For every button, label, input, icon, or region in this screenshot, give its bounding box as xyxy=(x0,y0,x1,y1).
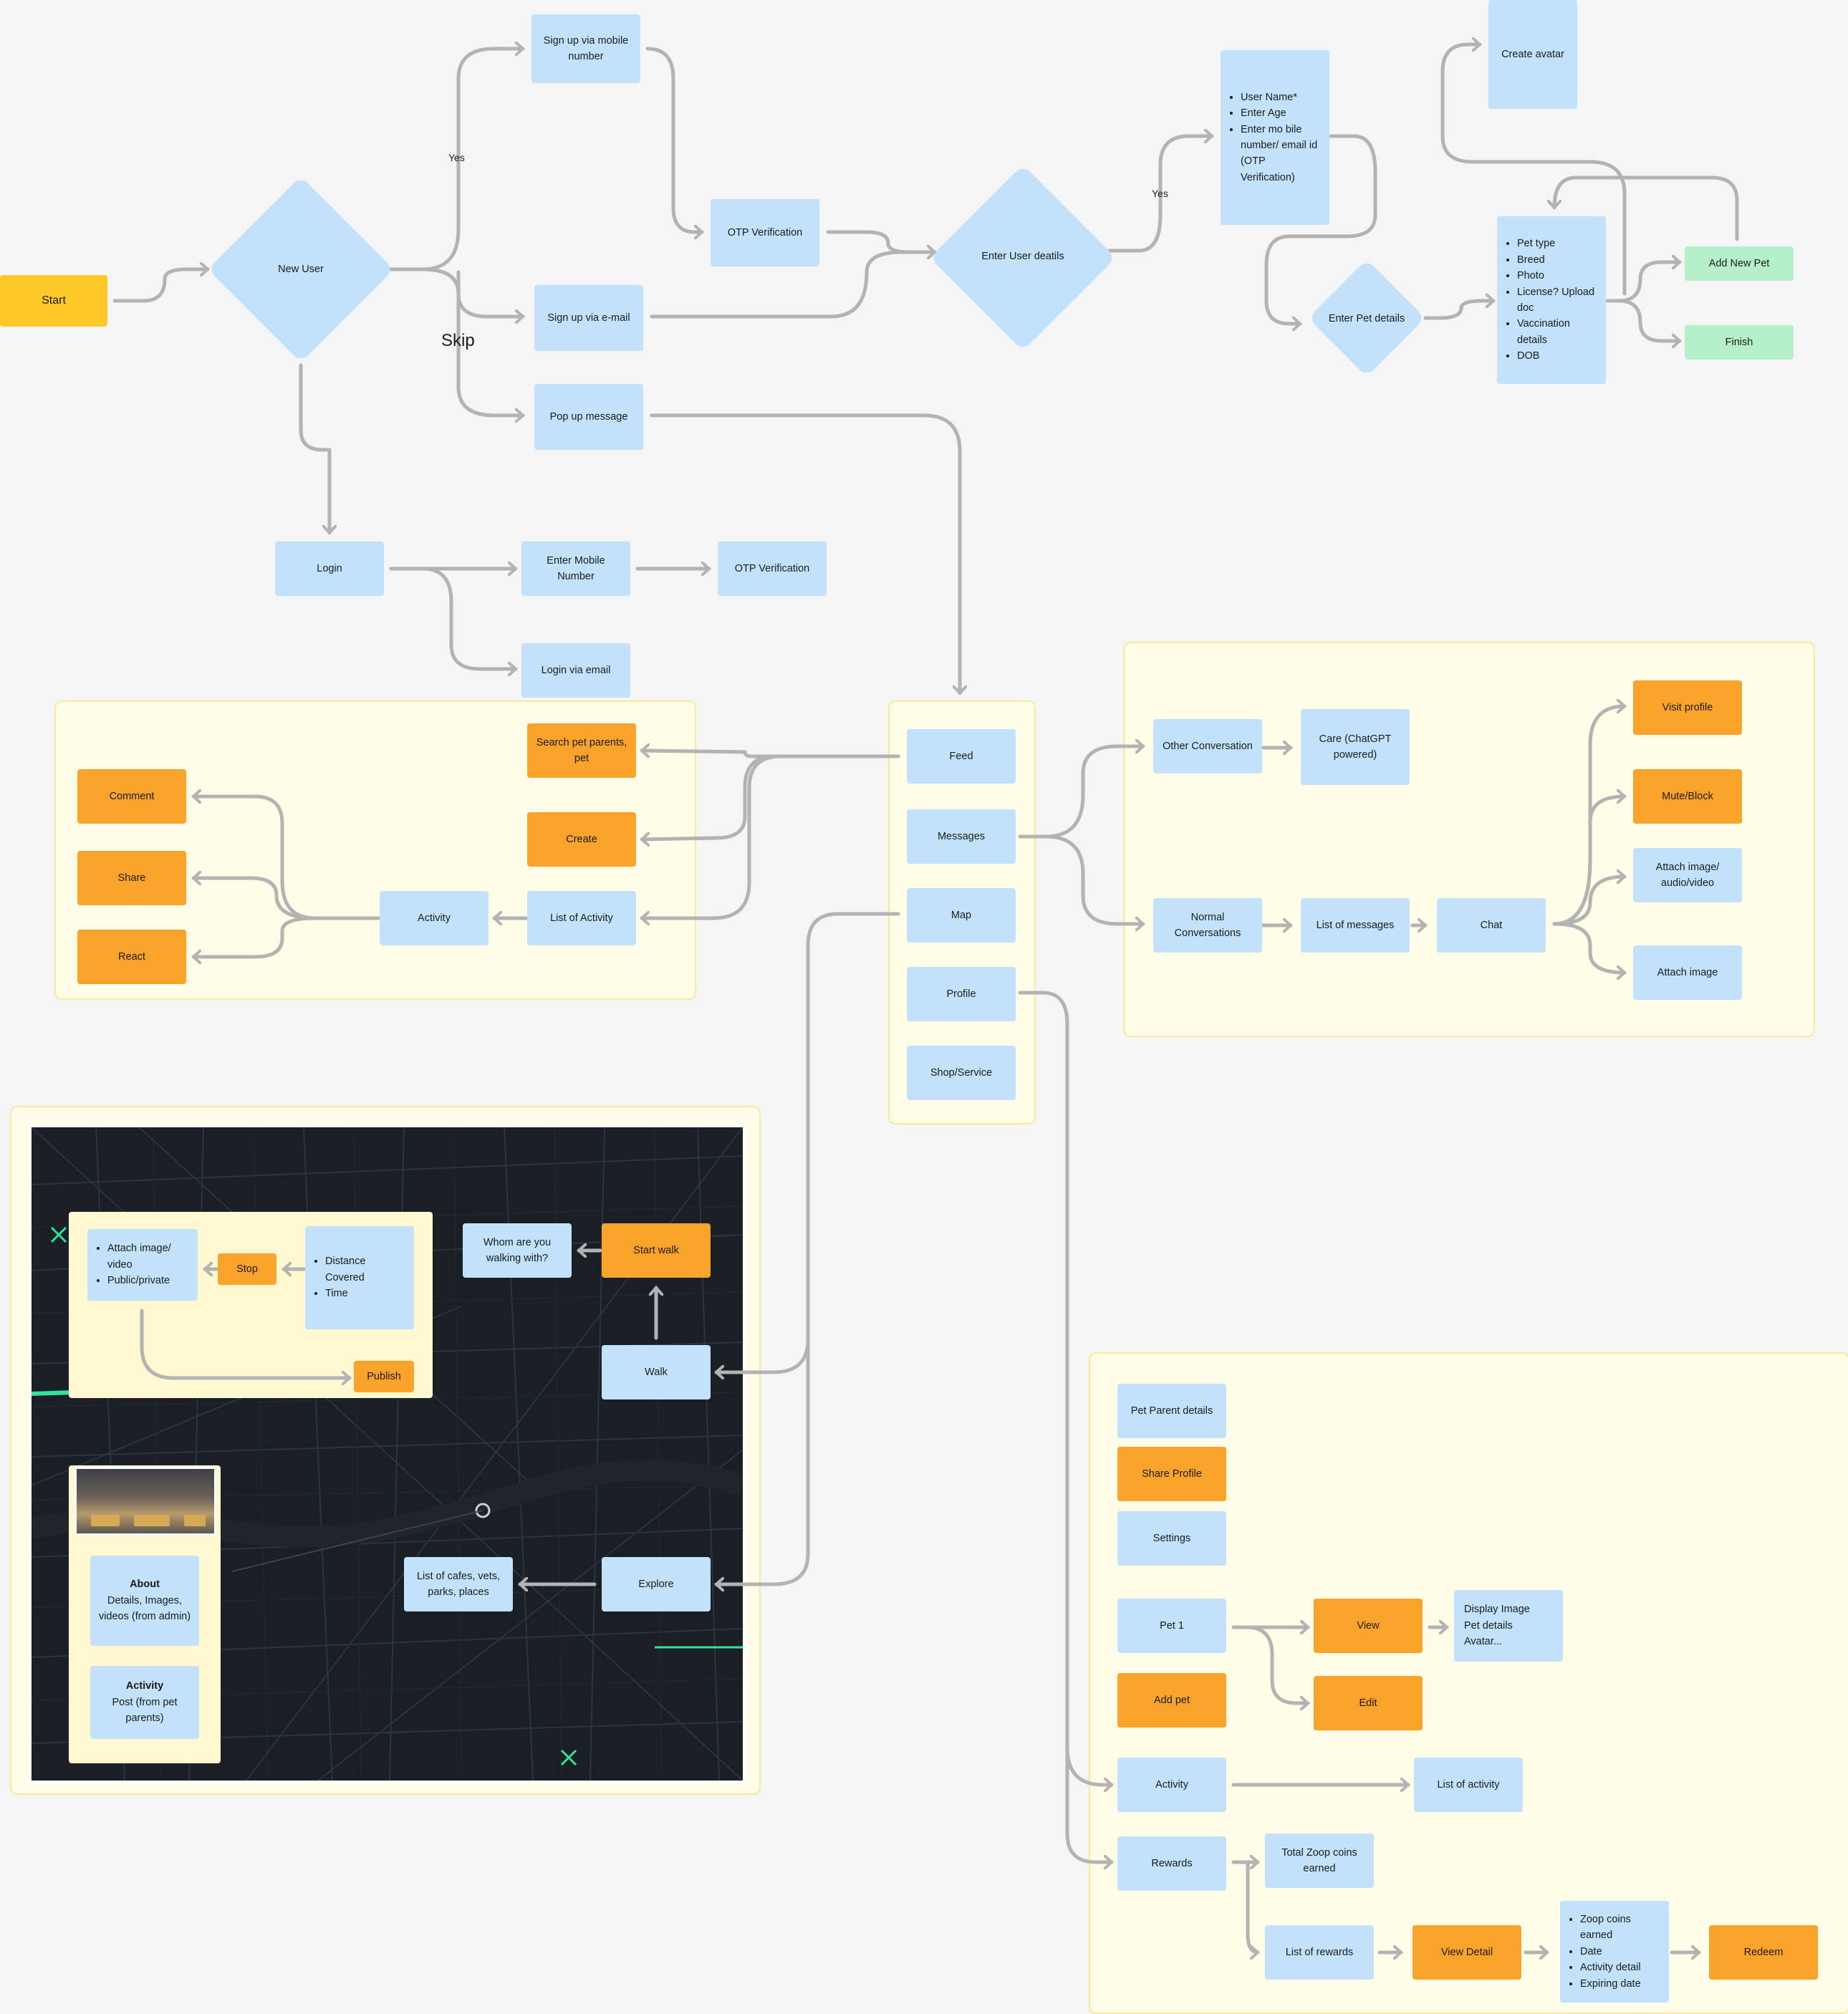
publish-node[interactable]: Publish xyxy=(354,1361,414,1392)
login-node[interactable]: Login xyxy=(275,541,384,596)
explore-node[interactable]: Explore xyxy=(602,1557,711,1611)
pet-field: Breed xyxy=(1517,252,1599,268)
display-detail: Pet details xyxy=(1464,1619,1513,1632)
share-node[interactable]: Share xyxy=(77,851,186,905)
activity-card[interactable]: Activity Post (from pet parents) xyxy=(90,1666,199,1739)
attach-image-node[interactable]: Attach image xyxy=(1633,945,1742,1000)
pet-field: Photo xyxy=(1517,268,1599,284)
location-pin-icon xyxy=(475,1503,491,1518)
signup-mobile-node[interactable]: Sign up via mobile number xyxy=(531,14,640,83)
attach-options-node[interactable]: Attach image/ video Public/private xyxy=(87,1229,198,1301)
create-node[interactable]: Create xyxy=(527,812,636,867)
chat-node[interactable]: Chat xyxy=(1437,898,1546,953)
whom-walking-with-node[interactable]: Whom are you walking with? xyxy=(463,1223,572,1278)
walk-node[interactable]: Walk xyxy=(602,1345,711,1399)
react-node[interactable]: React xyxy=(77,930,186,984)
yes-label-1: Yes xyxy=(448,152,465,163)
login-otp-verification-node[interactable]: OTP Verification xyxy=(718,541,827,596)
popup-message-node[interactable]: Pop up message xyxy=(534,384,643,450)
list-of-places-node[interactable]: List of cafes, vets, parks, places xyxy=(404,1557,513,1611)
reward-field: Expiring date xyxy=(1580,1976,1662,1992)
nav-map-node[interactable]: Map xyxy=(907,888,1016,943)
display-detail: Avatar... xyxy=(1464,1636,1502,1648)
add-new-pet-node[interactable]: Add New Pet xyxy=(1685,246,1794,281)
pet-1-node[interactable]: Pet 1 xyxy=(1117,1599,1226,1653)
stop-node[interactable]: Stop xyxy=(218,1253,276,1285)
reward-field: Date xyxy=(1580,1944,1662,1960)
total-zoop-coins-node[interactable]: Total Zoop coins earned xyxy=(1265,1834,1374,1888)
view-node[interactable]: View xyxy=(1314,1599,1423,1653)
place-photo xyxy=(74,1467,216,1536)
skip-label: Skip xyxy=(441,331,475,350)
display-details-node[interactable]: Display Image Pet details Avatar... xyxy=(1454,1590,1563,1662)
reward-fields-node[interactable]: Zoop coins earned Date Activity detail E… xyxy=(1560,1901,1669,2003)
care-chatgpt-node[interactable]: Care (ChatGPT powered) xyxy=(1301,709,1410,785)
list-of-messages-node[interactable]: List of messages xyxy=(1301,898,1410,953)
finish-node[interactable]: Finish xyxy=(1685,325,1794,360)
profile-activity-node[interactable]: Activity xyxy=(1117,1758,1226,1812)
attach-option: Public/private xyxy=(107,1273,191,1288)
yes-label-2: Yes xyxy=(1152,188,1168,199)
create-avatar-node[interactable]: Create avatar xyxy=(1488,0,1577,109)
rewards-node[interactable]: Rewards xyxy=(1117,1836,1226,1891)
add-pet-node[interactable]: Add pet xyxy=(1117,1673,1226,1728)
start-walk-node[interactable]: Start walk xyxy=(602,1223,711,1278)
activity-card-text: Post (from pet parents) xyxy=(112,1696,178,1725)
visit-profile-node[interactable]: Visit profile xyxy=(1633,680,1742,735)
enter-pet-details-decision: Enter Pet details xyxy=(1328,312,1405,324)
pet-field: Pet type xyxy=(1517,236,1599,251)
user-fields-node[interactable]: User Name* Enter Age Enter mo bile numbe… xyxy=(1221,50,1329,225)
enter-user-details-decision: Enter User deatils xyxy=(981,250,1064,262)
user-field: Enter mo bile number/ email id (OTP Veri… xyxy=(1241,122,1322,186)
list-of-activity-lower-node[interactable]: List of activity xyxy=(1414,1758,1523,1812)
comment-node[interactable]: Comment xyxy=(77,769,186,824)
attach-image-audio-video-node[interactable]: Attach image/ audio/video xyxy=(1633,848,1742,902)
pet-parent-details-node[interactable]: Pet Parent details xyxy=(1117,1384,1226,1438)
settings-node[interactable]: Settings xyxy=(1117,1511,1226,1566)
start-node[interactable]: Start xyxy=(0,275,107,327)
normal-conversations-node[interactable]: Normal Conversations xyxy=(1153,898,1262,953)
list-of-rewards-node[interactable]: List of rewards xyxy=(1265,1925,1374,1980)
nav-shop-service-node[interactable]: Shop/Service xyxy=(907,1046,1016,1100)
enter-mobile-number-node[interactable]: Enter Mobile Number xyxy=(521,541,630,596)
edit-node[interactable]: Edit xyxy=(1314,1676,1423,1730)
otp-verification-node[interactable]: OTP Verification xyxy=(711,199,819,266)
share-profile-node[interactable]: Share Profile xyxy=(1117,1447,1226,1501)
pet-field: Vaccination details xyxy=(1517,316,1599,348)
user-field: Enter Age xyxy=(1241,105,1322,121)
reward-field: Activity detail xyxy=(1580,1960,1662,1975)
activity-card-title: Activity xyxy=(125,1680,164,1692)
display-detail: Display Image xyxy=(1464,1604,1530,1616)
new-user-decision: New User xyxy=(278,263,324,275)
attach-option: Attach image/ video xyxy=(107,1240,191,1273)
user-field: User Name* xyxy=(1241,90,1322,105)
nav-feed-node[interactable]: Feed xyxy=(907,729,1016,784)
nav-messages-node[interactable]: Messages xyxy=(907,809,1016,864)
reward-field: Zoop coins earned xyxy=(1580,1912,1662,1944)
login-via-email-node[interactable]: Login via email xyxy=(521,643,630,698)
pet-fields-node[interactable]: Pet type Breed Photo License? Upload doc… xyxy=(1497,216,1606,384)
mute-block-node[interactable]: Mute/Block xyxy=(1633,769,1742,824)
nav-profile-node[interactable]: Profile xyxy=(907,967,1016,1021)
other-conversation-node[interactable]: Other Conversation xyxy=(1153,719,1262,774)
about-card[interactable]: About Details, Images, videos (from admi… xyxy=(90,1556,199,1646)
activity-node[interactable]: Activity xyxy=(380,891,489,945)
walk-stat: Distance Covered xyxy=(325,1253,407,1286)
view-detail-node[interactable]: View Detail xyxy=(1413,1925,1521,1980)
pet-field: License? Upload doc xyxy=(1517,284,1599,317)
signup-email-node[interactable]: Sign up via e-mail xyxy=(534,285,643,351)
search-pet-parents-node[interactable]: Search pet parents, pet xyxy=(527,723,636,778)
walk-stat: Time xyxy=(325,1286,407,1301)
about-text: Details, Images, videos (from admin) xyxy=(98,1594,191,1623)
map-marker-icon xyxy=(50,1226,577,1766)
list-of-activity-node[interactable]: List of Activity xyxy=(527,891,636,945)
redeem-node[interactable]: Redeem xyxy=(1709,1925,1818,1980)
walk-stats-node[interactable]: Distance Covered Time xyxy=(305,1226,414,1329)
pet-field: DOB xyxy=(1517,348,1599,364)
about-title: About xyxy=(130,1579,160,1591)
